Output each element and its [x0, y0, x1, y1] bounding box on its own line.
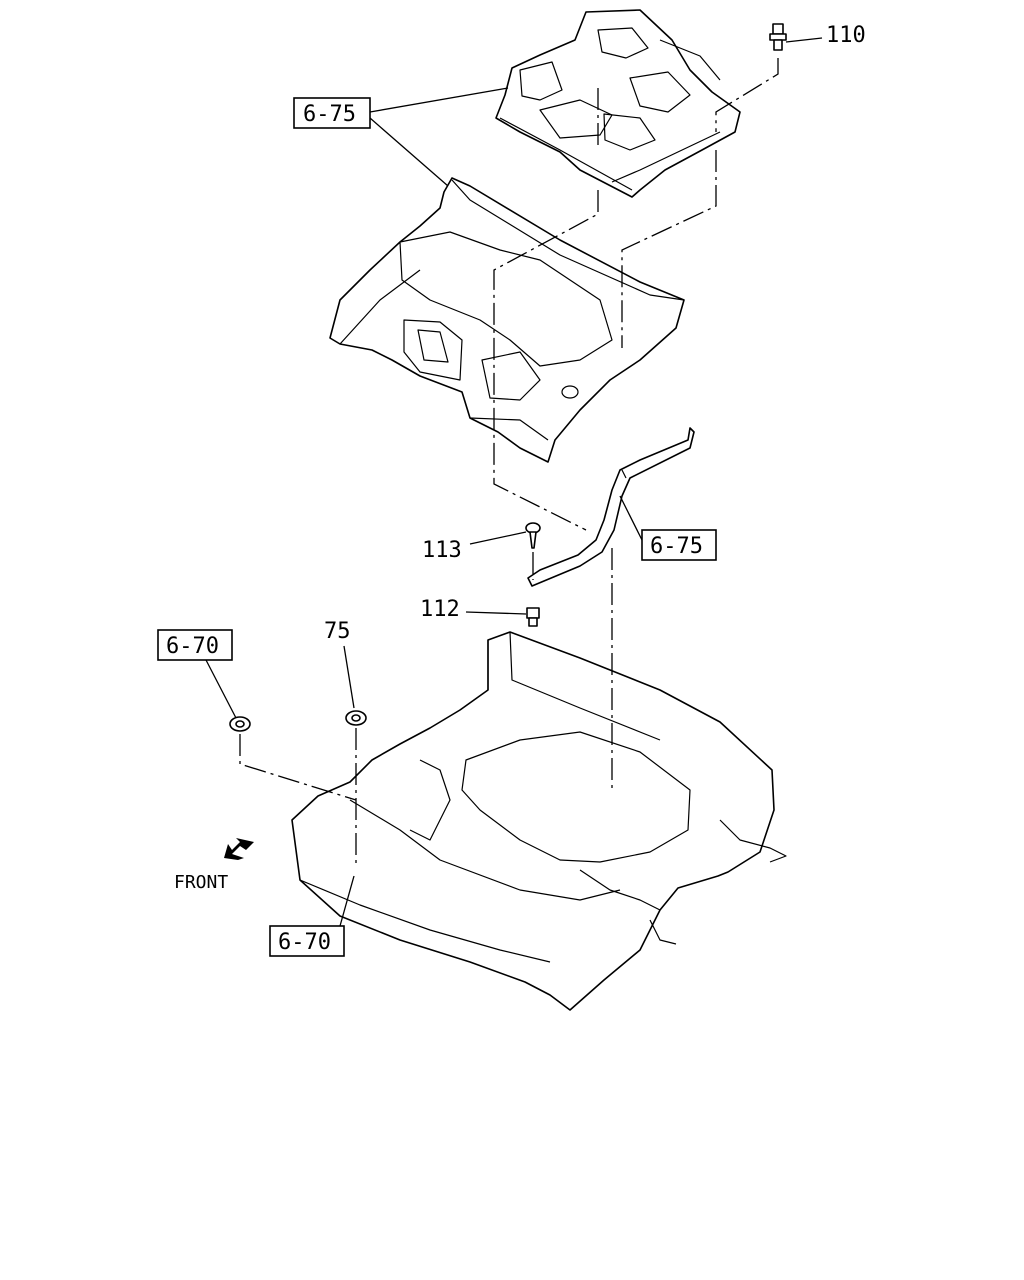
front-arrow-icon [224, 838, 254, 860]
ref-box-mid[interactable]: 6-75 [641, 529, 717, 561]
clip-110-icon [769, 23, 787, 51]
ref-box-left[interactable]: 6-70 [157, 629, 233, 661]
ref-box-bottom-label: 6-70 [278, 930, 331, 955]
callout-113: 113 [422, 538, 462, 563]
ref-box-top-label: 6-75 [303, 102, 356, 127]
ref-box-mid-label: 6-75 [650, 534, 703, 559]
lower-rear-insulator [291, 631, 787, 1011]
ref-box-top[interactable]: 6-75 [293, 97, 371, 129]
clip-112-icon [526, 607, 540, 627]
screw-113-icon [525, 522, 541, 549]
grommet-75-icon [345, 710, 367, 726]
leader-lines [205, 37, 823, 927]
assembly-lines [239, 58, 779, 866]
middle-floor-insulator [329, 177, 685, 463]
front-label: FRONT [174, 872, 228, 893]
callout-110: 110 [826, 23, 866, 48]
insulator-strap [527, 427, 695, 587]
grommet-6-70-icon [229, 716, 251, 732]
upper-rear-insulator [495, 9, 741, 198]
callout-112: 112 [420, 597, 460, 622]
ref-box-bottom[interactable]: 6-70 [269, 925, 345, 957]
callout-75: 75 [324, 619, 351, 644]
ref-box-left-label: 6-70 [166, 634, 219, 659]
